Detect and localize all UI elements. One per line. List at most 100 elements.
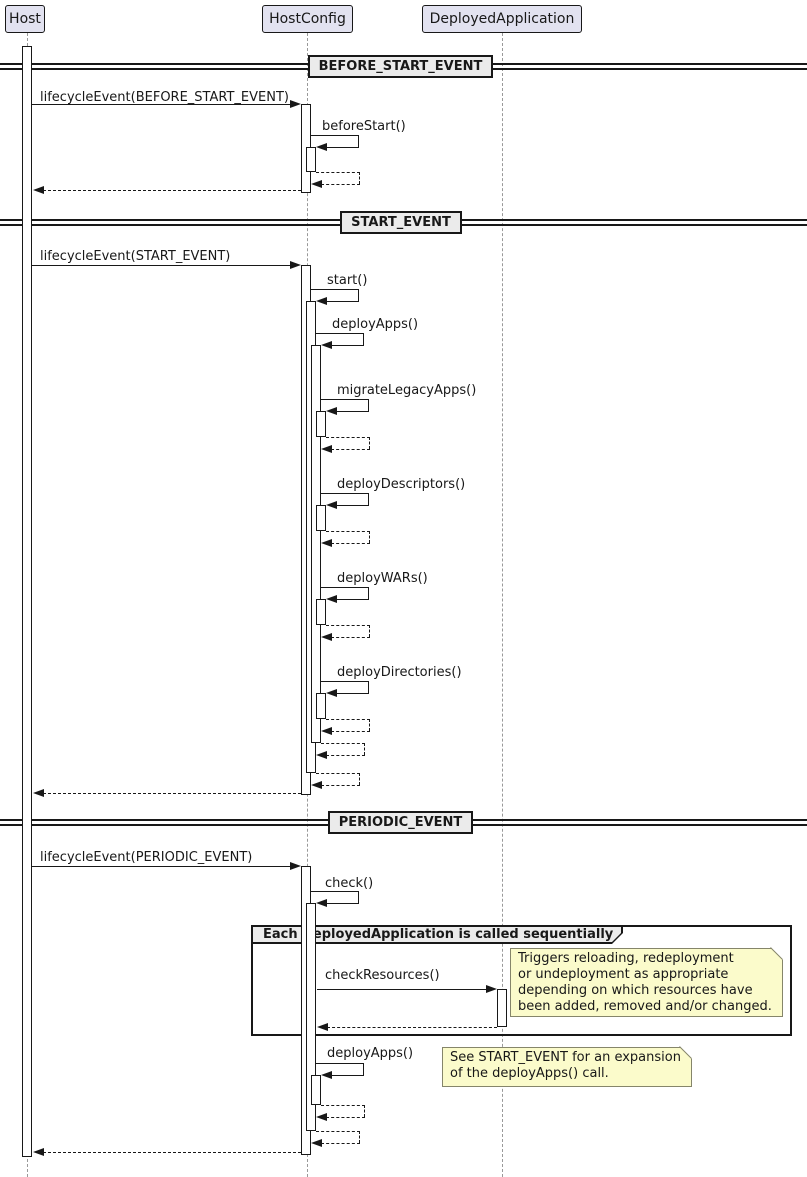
self-return-arrowhead [311, 1139, 322, 1147]
self-call-arrowhead [316, 899, 327, 907]
self-call-label: deployWARs() [337, 571, 428, 586]
self-return-loop [316, 773, 360, 785]
activation-bar-hostconfig [306, 147, 316, 172]
activation-bar-hostconfig [311, 1075, 321, 1105]
self-call-return-line [336, 505, 369, 506]
self-call-label: deployApps() [327, 1046, 414, 1061]
self-call-label: deployDescriptors() [337, 477, 466, 492]
activation-bar-deployedapplication [497, 989, 507, 1027]
self-return-line [326, 1117, 365, 1118]
arrowhead-right [290, 100, 301, 108]
divider-label: START_EVENT [340, 211, 462, 234]
message-label: lifecycleEvent(PERIODIC_EVENT) [40, 850, 253, 865]
message-label: checkResources() [325, 968, 440, 983]
call-message-line [32, 265, 291, 266]
self-return-arrowhead [311, 180, 322, 188]
self-return-arrowhead [316, 1113, 327, 1121]
participant-host: Host [5, 5, 45, 33]
self-return-line [331, 449, 370, 450]
self-return-arrowhead [321, 727, 332, 735]
activation-bar-hostconfig [316, 599, 326, 625]
self-call-return-line [326, 147, 359, 148]
activation-bar-hostconfig [316, 505, 326, 531]
self-return-line [321, 1143, 360, 1144]
self-return-loop [316, 1131, 360, 1143]
self-return-arrowhead [316, 751, 327, 759]
self-call-arrowhead [326, 501, 337, 509]
self-call-arrowhead [321, 341, 332, 349]
self-return-line [331, 731, 370, 732]
arrowhead-left [317, 1023, 328, 1031]
activation-bar-hostconfig [316, 693, 326, 719]
call-message-line [317, 989, 487, 990]
self-call-loop [311, 135, 359, 147]
group-frame-title: Each DeployedApplication is called seque… [263, 927, 614, 942]
arrowhead-right [290, 261, 301, 269]
self-call-loop [321, 399, 369, 411]
activation-bar-hostconfig [311, 345, 321, 743]
self-return-loop [321, 1105, 365, 1117]
self-call-arrowhead [321, 1071, 332, 1079]
self-call-loop [311, 289, 359, 301]
self-return-loop [316, 172, 360, 184]
self-return-loop [321, 743, 365, 755]
self-return-line [331, 543, 370, 544]
activation-bar-hostconfig [306, 903, 316, 1131]
arrowhead-left [33, 789, 44, 797]
message-label: lifecycleEvent(BEFORE_START_EVENT) [40, 90, 289, 105]
arrowhead-right [486, 985, 497, 993]
self-call-label: deployApps() [332, 317, 419, 332]
self-call-label: migrateLegacyApps() [337, 383, 477, 398]
divider-label: BEFORE_START_EVENT [308, 55, 493, 78]
self-return-line [326, 755, 365, 756]
arrowhead-left [33, 1148, 44, 1156]
self-return-line [321, 184, 360, 185]
self-return-line [331, 637, 370, 638]
call-message-line [32, 104, 291, 105]
self-call-arrowhead [316, 143, 327, 151]
self-call-loop [321, 681, 369, 693]
activation-bar-hostconfig [316, 411, 326, 437]
self-call-loop [321, 493, 369, 505]
note [510, 947, 783, 1017]
self-return-arrowhead [311, 781, 322, 789]
self-call-return-line [331, 1075, 364, 1076]
self-return-arrowhead [321, 633, 332, 641]
self-call-return-line [331, 345, 364, 346]
self-return-arrowhead [321, 539, 332, 547]
note-text: See START_EVENT for an expansion of the … [450, 1050, 681, 1081]
activation-bar-host [22, 46, 32, 1157]
self-return-loop [326, 719, 370, 731]
self-call-arrowhead [316, 297, 327, 305]
note-text: Triggers reloading, redeployment or unde… [518, 951, 772, 1014]
self-call-loop [316, 333, 364, 345]
return-message-line [43, 793, 301, 794]
self-call-arrowhead [326, 689, 337, 697]
self-return-line [321, 785, 360, 786]
self-return-arrowhead [321, 445, 332, 453]
return-message-line [43, 1152, 301, 1153]
arrowhead-left [33, 186, 44, 194]
self-call-return-line [336, 599, 369, 600]
self-call-label: start() [327, 273, 368, 288]
self-call-label: deployDirectories() [337, 665, 462, 680]
note-fold-icon [771, 948, 783, 960]
self-call-label: check() [325, 876, 374, 891]
return-message-line [43, 190, 301, 191]
self-call-loop [311, 891, 359, 903]
self-call-label: beforeStart() [322, 119, 406, 134]
self-return-loop [326, 531, 370, 543]
call-message-line [32, 866, 291, 867]
self-call-return-line [336, 693, 369, 694]
participant-deployedapplication: DeployedApplication [422, 5, 582, 33]
self-return-loop [326, 437, 370, 449]
message-label: lifecycleEvent(START_EVENT) [40, 249, 231, 264]
self-call-return-line [336, 411, 369, 412]
arrowhead-right [290, 862, 301, 870]
self-call-arrowhead [326, 595, 337, 603]
lifeline-deployedapplication [502, 33, 503, 1177]
divider-label: PERIODIC_EVENT [328, 811, 473, 834]
note [442, 1046, 692, 1087]
self-call-return-line [326, 301, 359, 302]
